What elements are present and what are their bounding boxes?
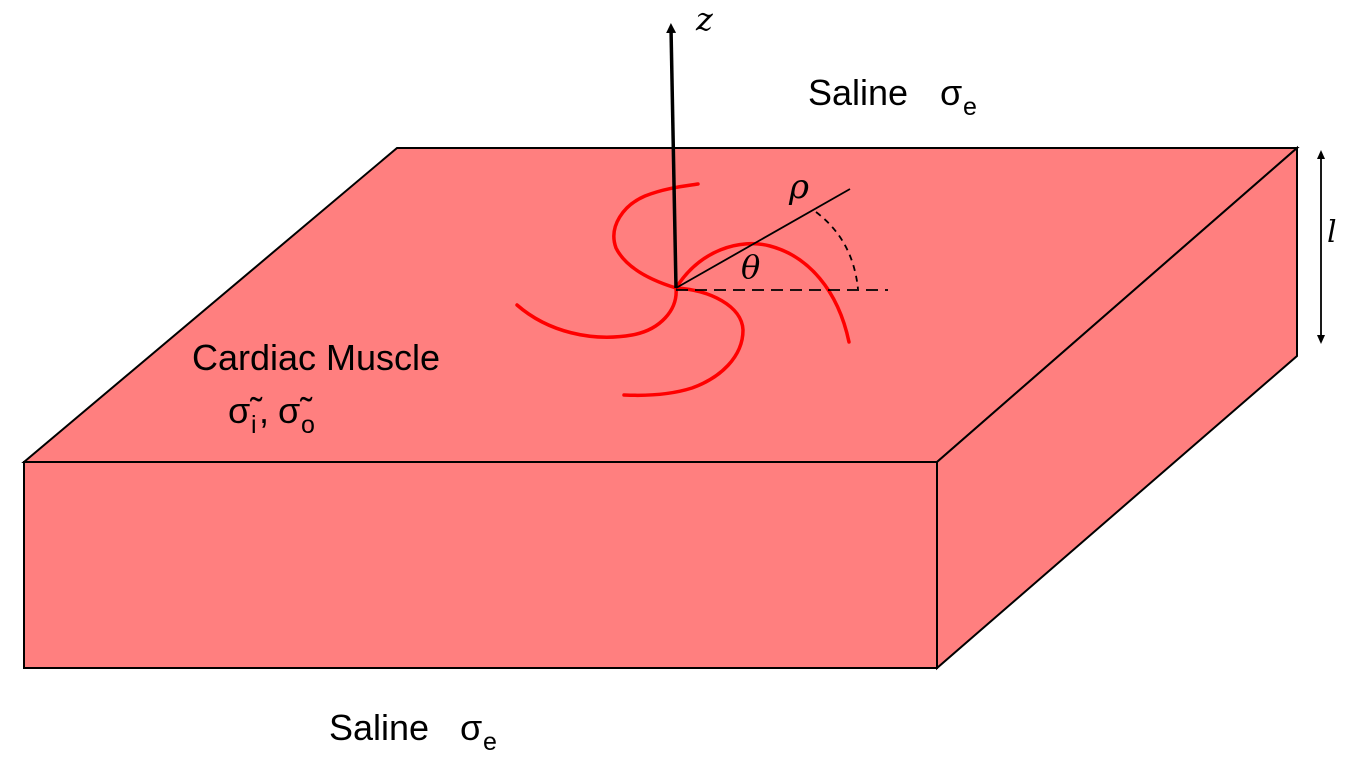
rho-label: ρ <box>788 167 809 207</box>
slab-front-face <box>23 461 938 669</box>
saline-top-sub: e <box>963 93 977 121</box>
spiral-arm-upper <box>612 182 700 290</box>
spiral-arm-left <box>515 286 678 339</box>
saline-bottom-label: Saline σ e <box>329 707 497 756</box>
coordinate-system <box>666 23 1325 344</box>
saline-top-label: Saline σ e <box>808 72 977 121</box>
spiral-arm-lower <box>622 286 745 398</box>
saline-bottom-sigma: σ <box>460 707 482 748</box>
spiral-wave <box>515 182 851 398</box>
saline-top-text: Saline <box>808 72 908 113</box>
saline-bottom-sub: e <box>483 728 497 756</box>
z-axis-label: z <box>695 0 714 38</box>
sigma-i-sub: i <box>251 411 257 439</box>
theta-label: θ <box>741 248 760 286</box>
cardiac-muscle-label: Cardiac Muscle <box>192 337 440 378</box>
rho-line <box>675 188 851 289</box>
saline-bottom-text: Saline <box>329 707 429 748</box>
thickness-label: l <box>1327 215 1337 250</box>
theta-arc <box>815 211 859 290</box>
spiral-arm-right <box>674 241 851 344</box>
saline-top-sigma: σ <box>940 72 962 113</box>
sigma-o-sub: o <box>301 411 315 439</box>
conductivity-label: σ̃ i , σ̃ o <box>228 390 315 439</box>
z-axis-arrow <box>666 23 678 289</box>
slab-side-face <box>936 145 1298 671</box>
sigma-separator: , <box>259 390 269 431</box>
